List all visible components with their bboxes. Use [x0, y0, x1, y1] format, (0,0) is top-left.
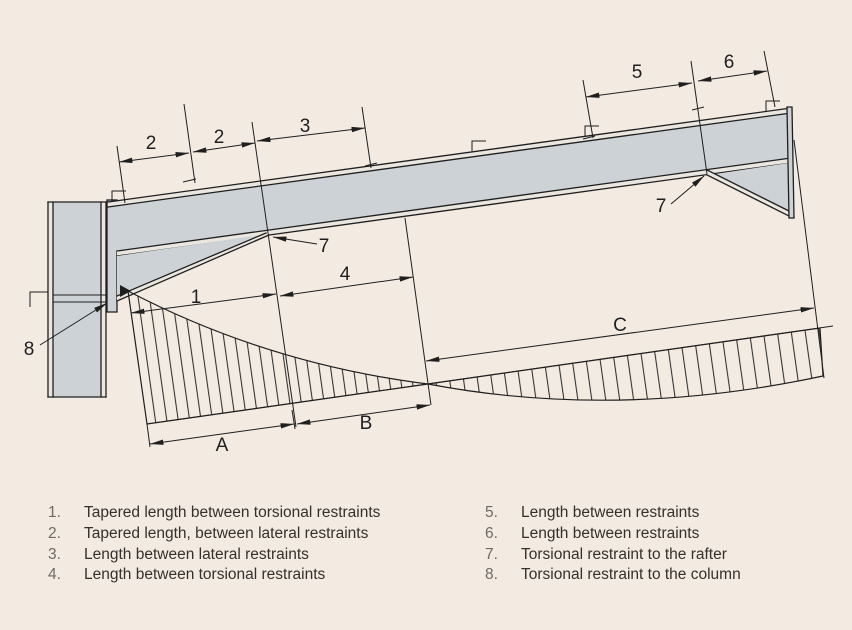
- extension-line-column-face: [146, 423, 151, 448]
- legend-item-text: Tapered length between torsional restrai…: [84, 504, 381, 521]
- leader-arrows: [39, 175, 705, 346]
- legend-item-number: 4.: [48, 566, 61, 584]
- dim-label-c: C: [613, 315, 627, 336]
- legend-item-text: Tapered length, between lateral restrain…: [84, 524, 369, 542]
- legend-item-number: 1.: [48, 504, 61, 521]
- rafter: [107, 107, 792, 257]
- side-rail-cleat: [29, 291, 48, 307]
- legend-item-number: 2.: [48, 524, 61, 542]
- legend-column-right: 5. Length between restraints 6. Length b…: [485, 503, 741, 586]
- legend-item-number: 5.: [485, 504, 498, 521]
- extension-line-apex: [793, 139, 825, 379]
- extension-line-1: [116, 145, 126, 204]
- dimension-5: [585, 82, 693, 98]
- leader-7-eaves-haunch-tip: [272, 236, 318, 245]
- dim-label-6: 6: [724, 52, 735, 73]
- leader-8-column: [39, 302, 108, 346]
- column: [29, 201, 108, 398]
- legend-item-number: 3.: [48, 545, 61, 563]
- dimension-labels: 2 2 3 5 6 1 4 C A B 7 7 8: [24, 52, 735, 456]
- dimension-a: [149, 423, 295, 445]
- rafter-bottom-flange: [117, 158, 791, 256]
- legend-item-text: Torsional restraint to the rafter: [521, 545, 727, 563]
- legend-item-text: Length between restraints: [521, 524, 700, 542]
- apex-haunch: [706, 163, 790, 217]
- legend-item-text: Length between torsional restraints: [84, 566, 326, 584]
- dim-label-a: A: [216, 435, 229, 456]
- column-stiffener: [53, 294, 106, 303]
- dim-label-2b: 2: [214, 127, 225, 148]
- rafter-flange-lines: [107, 107, 792, 257]
- column-right-flange: [101, 202, 106, 397]
- apex-end-plate: [786, 106, 795, 219]
- leader-7-apex-haunch-tip: [670, 175, 705, 205]
- dimension-2b: [192, 142, 256, 153]
- extension-line-5-left: [582, 79, 594, 139]
- rafter-top-flange: [108, 108, 791, 207]
- apex-haunch-web: [709, 163, 788, 211]
- legend-item-number: 7.: [485, 545, 498, 563]
- callout-label-7-apex: 7: [656, 196, 667, 217]
- apex-haunch-flange-lines: [706, 169, 790, 217]
- legend-item-text: Length between lateral restraints: [84, 545, 309, 563]
- purlin-cleats: [111, 100, 780, 201]
- legend-item-number: 8.: [485, 566, 498, 584]
- dimension-b: [296, 404, 431, 425]
- tick-a-b-boundary: [291, 409, 296, 430]
- dimension-6: [697, 70, 768, 82]
- dim-label-4: 4: [340, 264, 351, 285]
- apex-end-plate-outline: [786, 106, 795, 219]
- apex-haunch-flange: [707, 170, 789, 216]
- moment-peak-marker: [120, 285, 131, 297]
- legend-item-text: Length between restraints: [521, 504, 700, 521]
- extension-line-6-right: [763, 50, 776, 108]
- eaves-haunch: [116, 232, 270, 302]
- callout-label-7-rafter: 7: [319, 236, 330, 257]
- dim-label-b: B: [360, 413, 373, 434]
- dim-label-5: 5: [632, 62, 643, 83]
- restraint-ticks: [182, 106, 705, 183]
- construction-lines: [111, 50, 825, 448]
- eaves-end-plate-fill: [107, 200, 117, 312]
- extension-line-apex-haunch-tip: [690, 60, 708, 175]
- dim-label-2a: 2: [146, 133, 157, 154]
- column-flange-lines: [47, 201, 107, 398]
- dimension-4: [279, 276, 414, 297]
- legend-column-left: 1. Tapered length between torsional rest…: [48, 503, 485, 586]
- column-web: [53, 202, 101, 397]
- rafter-web: [108, 113, 791, 252]
- extension-line-2: [183, 103, 196, 184]
- hogging-moment-region: [127, 289, 429, 425]
- extension-line-haunch-tip: [251, 121, 297, 428]
- dimension-c: [425, 307, 815, 362]
- sagging-moment-region: [427, 327, 824, 401]
- dimension-3: [256, 126, 366, 143]
- eaves-haunch-flange-lines: [116, 232, 270, 302]
- dimension-1: [130, 293, 277, 314]
- extension-line-3: [361, 106, 372, 169]
- dimension-lines: [118, 70, 815, 445]
- legend: 1. Tapered length between torsional rest…: [48, 503, 741, 586]
- legend-item-number: 6.: [485, 524, 498, 542]
- callout-label-8: 8: [24, 339, 35, 360]
- column-left-flange: [48, 202, 53, 397]
- dim-label-1: 1: [191, 287, 202, 308]
- dimension-2a: [118, 152, 190, 163]
- extension-line-contraflexure: [404, 217, 432, 406]
- legend-item-text: Torsional restraint to the column: [521, 566, 741, 584]
- dim-label-3: 3: [300, 116, 311, 137]
